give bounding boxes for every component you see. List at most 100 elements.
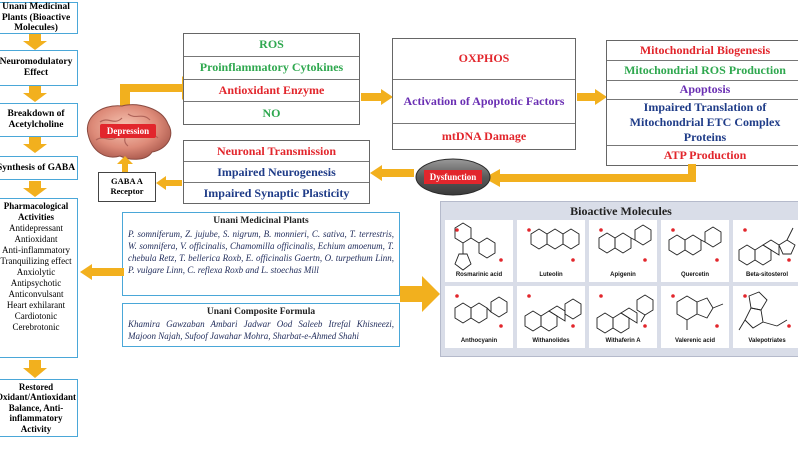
- molecule-label: Quercetin: [680, 272, 709, 278]
- molecule-structure-icon: [738, 227, 796, 266]
- molecule-luteolin: Luteolin: [517, 220, 585, 282]
- formula-panel-text: Khamira Gawzaban Ambari Jadwar Ood Salee…: [128, 319, 394, 342]
- box3-item: Mitochondrial Biogenesis: [607, 41, 798, 61]
- dysfunction-label: Dysfunction: [424, 170, 482, 184]
- molecule-label: Valerenic acid: [674, 338, 716, 344]
- box1-item: ROS: [184, 34, 359, 57]
- box3-item: Impaired Translation of Mitochondrial ET…: [607, 100, 798, 147]
- down-arrow-5: [23, 360, 47, 378]
- neuro-effect-box: Neuromodulatory Effect: [0, 50, 78, 86]
- arrow-to-pharm: [80, 264, 124, 280]
- molecule-label: Apigenin: [610, 272, 636, 278]
- gaba-receptor-box: GABA A Receptor: [98, 172, 156, 202]
- receptor-up-arrow: [117, 156, 133, 174]
- plants-panel-text: P. somniferum, Z. jujube, S. nigrum, B. …: [128, 229, 394, 276]
- molecule-withanolides: Withanolides: [517, 286, 585, 348]
- plants-header-box: Unani Medicinal Plants (Bioactive Molecu…: [0, 2, 78, 34]
- molecule-anthocyanin: Anthocyanin: [445, 286, 513, 348]
- arrow-box2-box3: [577, 89, 607, 105]
- pharm-item: Heart exhilarant: [6, 299, 66, 310]
- pharm-item: Tranquilizing effect: [0, 255, 72, 266]
- plants-panel-title: Unani Medicinal Plants: [213, 216, 309, 226]
- breakdown-box: Breakdown of Acetylcholine: [0, 103, 78, 137]
- gaba-receptor-text: GABA A Receptor: [110, 176, 144, 196]
- molecule-label: Valepotriates: [748, 338, 786, 344]
- molecule-structure-icon: [527, 228, 580, 262]
- receptor-left-arrow: [156, 176, 182, 190]
- box1-item: Proinflammatory Cytokines: [184, 57, 359, 80]
- pharm-item: Anti-inflammatory: [2, 244, 70, 255]
- box2-item: OXPHOS: [393, 39, 575, 80]
- box2-item: mtDNA Damage: [441, 128, 527, 143]
- plants-panel: Unani Medicinal Plants P. somniferum, Z.…: [122, 212, 400, 296]
- molecule-rosmarinic-acid: Rosmarinic acid: [445, 220, 513, 282]
- molecule-label: Anthocyanin: [460, 338, 498, 344]
- box2-item: Activation of Apoptotic Factors: [393, 80, 575, 124]
- brain-up-arrow: [120, 76, 194, 106]
- molecule-apigenin: Apigenin: [589, 220, 657, 282]
- bioactive-title: Bioactive Molecules: [570, 204, 672, 218]
- molecule-withaferin-a: Withaferin A: [589, 286, 657, 348]
- box3-item: Apoptosis: [607, 81, 798, 101]
- pharm-activities-box: Pharmacological Activities Antidepressan…: [0, 198, 78, 358]
- brain-image: Depression: [80, 100, 176, 164]
- molecule-structure-icon: [524, 294, 582, 332]
- molecule-label: Withaferin A: [605, 338, 641, 344]
- restored-box: Restored Oxidant/Antioxidant Balance, An…: [0, 379, 78, 437]
- down-arrow-1: [23, 34, 47, 50]
- pharm-item: Antidepressant: [9, 222, 63, 233]
- molecule-label: Withanolides: [532, 338, 570, 344]
- depression-label: Depression: [100, 124, 156, 138]
- molecule-label: Luteolin: [539, 272, 563, 278]
- gaba-synthesis-text: Synthesis of GABA: [0, 162, 76, 173]
- molecule-structure-icon: [598, 224, 652, 262]
- box1-item: NO: [262, 105, 281, 120]
- box4-item: Impaired Neurogenesis: [184, 162, 369, 183]
- bioactive-panel: Bioactive Molecules Rosmarinic acid Luteo…: [440, 201, 798, 357]
- mito-return-arrow: [484, 164, 696, 187]
- restored-text: Restored Oxidant/Antioxidant Balance, An…: [0, 382, 77, 434]
- box4-item: Neuronal Transmission: [184, 141, 369, 162]
- arrow-box1-box2: [361, 89, 393, 105]
- molecule-structure-icon: [668, 226, 722, 262]
- pharm-title: Pharmacological Activities: [3, 201, 69, 222]
- molecule-structure-icon: [596, 294, 654, 334]
- molecule-valepotriates: Valepotriates: [733, 286, 798, 348]
- box1-item: Antioxidant Enzyme: [184, 80, 359, 103]
- pharm-item: Anxiolytic: [16, 266, 56, 277]
- box3-item: ATP Production: [663, 148, 747, 163]
- molecule-structure-icon: [454, 222, 503, 271]
- down-arrow-4: [23, 181, 47, 197]
- pharm-item: Cerebrotonic: [12, 321, 60, 332]
- down-arrow-3: [23, 137, 47, 153]
- formula-panel-title: Unani Composite Formula: [206, 307, 316, 317]
- pharm-item: Antipsychotic: [10, 277, 62, 288]
- pharm-item: Antioxidant: [14, 233, 58, 244]
- breakdown-text: Breakdown of Acetylcholine: [7, 109, 65, 130]
- plants-header-text: Unani Medicinal Plants (Bioactive Molecu…: [1, 1, 71, 34]
- pharm-item: Cardiotonic: [14, 310, 58, 321]
- molecule-structure-icon: [738, 291, 791, 331]
- molecule-quercetin: Quercetin: [661, 220, 729, 282]
- pharm-item: Anticonvulsant: [8, 288, 64, 299]
- molecule-structure-icon: [454, 294, 508, 328]
- arrow-to-bioactive: [400, 276, 440, 312]
- neuro-effect-text: Neuromodulatory Effect: [0, 57, 73, 78]
- box4-item: Impaired Synaptic Plasticity: [203, 185, 350, 200]
- down-arrow-2: [23, 86, 47, 102]
- molecule-valerenic-acid: Valerenic acid: [661, 286, 729, 348]
- molecule-beta-sitosterol: Beta-sitosterol: [733, 220, 798, 282]
- mitochondria-image: Dysfunction: [414, 155, 492, 199]
- molecule-label: Rosmarinic acid: [455, 272, 503, 278]
- molecule-label: Beta-sitosterol: [745, 272, 788, 278]
- formula-panel: Unani Composite Formula Khamira Gawzaban…: [122, 303, 400, 347]
- gaba-synthesis-box: Synthesis of GABA: [0, 156, 78, 180]
- box3-item: Mitochondrial ROS Production: [607, 61, 798, 81]
- molecule-structure-icon: [671, 294, 724, 330]
- arrow-mito-box4: [370, 165, 414, 181]
